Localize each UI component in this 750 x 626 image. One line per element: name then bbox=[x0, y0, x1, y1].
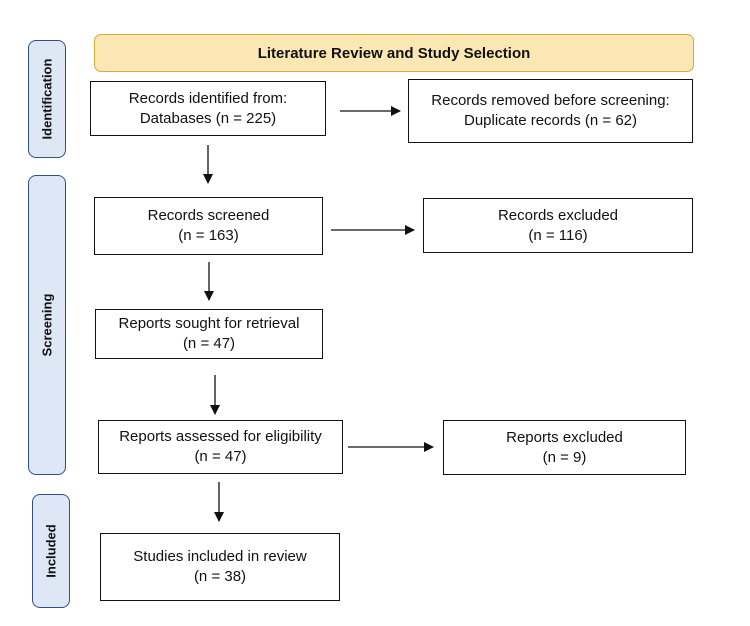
box-records-identified: Records identified from: Databases (n = … bbox=[90, 81, 326, 136]
box-records-screened: Records screened (n = 163) bbox=[94, 197, 323, 255]
box-reports-excluded: Reports excluded (n = 9) bbox=[443, 420, 686, 475]
box-records-screened-line1: Records screened bbox=[147, 207, 270, 224]
box-records-screened-line2: (n = 163) bbox=[178, 227, 239, 244]
box-reports-excluded-line2: (n = 9) bbox=[542, 448, 587, 466]
box-studies-included: Studies included in review (n = 38) bbox=[100, 533, 340, 601]
box-reports-sought-line1: Reports sought for retrieval bbox=[118, 315, 300, 332]
box-records-excluded: Records excluded (n = 116) bbox=[423, 198, 693, 253]
box-studies-included-line2: (n = 38) bbox=[193, 568, 247, 585]
diagram-title: Literature Review and Study Selection bbox=[94, 34, 694, 72]
phase-screening: Screening bbox=[28, 175, 66, 475]
box-reports-sought-line2: (n = 47) bbox=[182, 335, 236, 352]
box-reports-excluded-line1: Reports excluded bbox=[506, 428, 623, 446]
box-records-removed-line2: Duplicate records (n = 62) bbox=[464, 112, 637, 129]
box-records-excluded-line2: (n = 116) bbox=[528, 226, 588, 244]
phase-identification: Identification bbox=[28, 40, 66, 158]
box-records-identified-line2: Databases (n = 225) bbox=[139, 109, 277, 127]
box-reports-sought: Reports sought for retrieval (n = 47) bbox=[95, 309, 323, 359]
box-studies-included-line1: Studies included in review bbox=[133, 548, 307, 565]
box-records-excluded-line1: Records excluded bbox=[497, 206, 619, 224]
box-records-removed-line1: Records removed before screening: bbox=[431, 92, 670, 109]
box-records-removed: Records removed before screening: Duplic… bbox=[408, 79, 693, 143]
box-reports-assessed-line2: (n = 47) bbox=[194, 448, 247, 465]
box-reports-assessed: Reports assessed for eligibility (n = 47… bbox=[98, 420, 343, 474]
phase-included: Included bbox=[32, 494, 70, 608]
box-reports-assessed-line1: Reports assessed for eligibility bbox=[119, 428, 322, 445]
box-records-identified-line1: Records identified from: bbox=[128, 89, 288, 107]
